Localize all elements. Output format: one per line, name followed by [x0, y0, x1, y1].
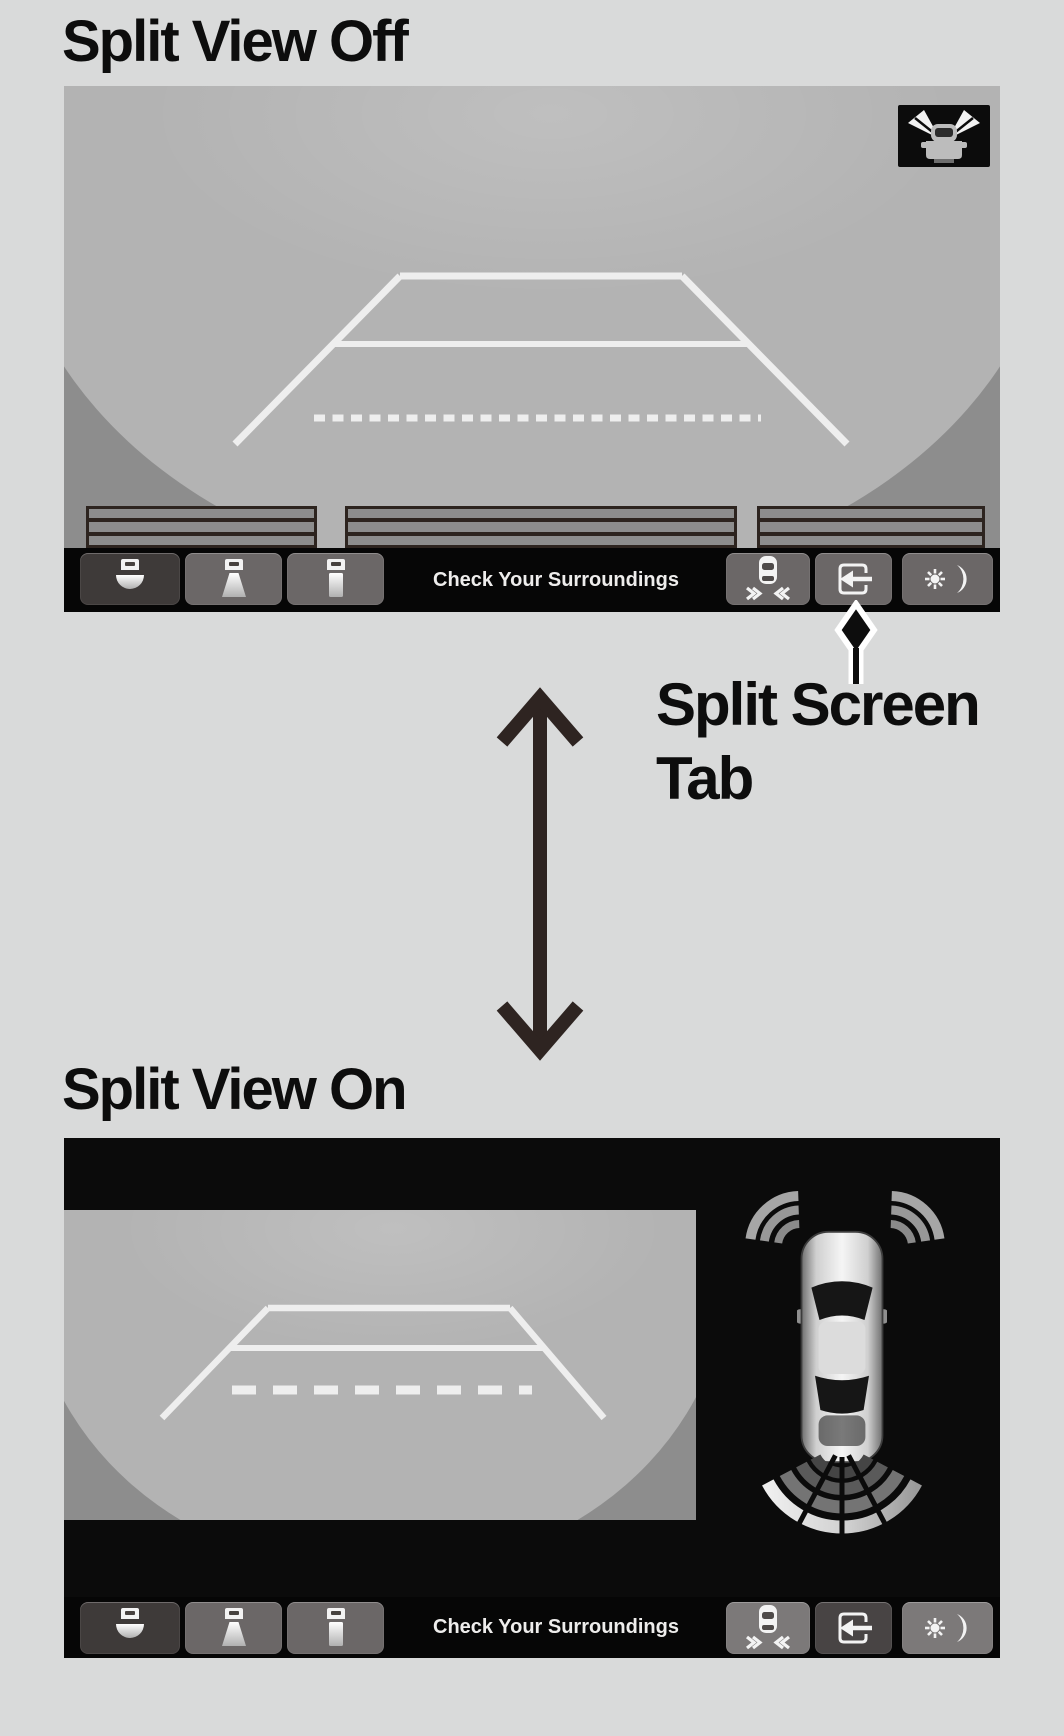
normal-rear-view-camera-icon [221, 559, 246, 597]
normal-rear-view-camera-icon [221, 1608, 246, 1646]
split-screen-tab-label-line1: Split Screen [656, 671, 981, 738]
split-screen-tab-button[interactable] [815, 553, 892, 605]
parking-sensor-car-icon [746, 1605, 790, 1650]
split-screen-tab-button[interactable] [815, 1602, 892, 1654]
split-screen-tab-label: Split Screen Tab [656, 668, 981, 816]
normal-view-button[interactable] [185, 1602, 282, 1654]
parking-guidelines [232, 272, 850, 447]
parking-sensor-button[interactable] [726, 553, 810, 605]
surroundings-warning-text: Check Your Surroundings [433, 568, 679, 591]
camera-toolbar: Check Your Surroundings [64, 1597, 1000, 1658]
split-view-on-title: Split View On [62, 1057, 408, 1122]
rear-camera-screen-split-off: Check Your Surroundings [64, 86, 1000, 612]
front-right-sonar-fan [890, 1191, 945, 1244]
camera-toolbar: Check Your Surroundings [64, 548, 1000, 612]
brightness-button[interactable] [902, 1602, 993, 1654]
top-down-rear-view-camera-icon [326, 1608, 345, 1646]
wide-view-button[interactable] [80, 553, 180, 605]
split-screen-tab-label-line2: Tab [656, 745, 754, 812]
parking-guidelines [159, 1304, 607, 1421]
toggle-arrow [496, 687, 584, 1061]
parking-curb-left [86, 506, 317, 548]
top-down-view-button[interactable] [287, 1602, 384, 1654]
wide-view-button[interactable] [80, 1602, 180, 1654]
split-screen-arrow-icon [838, 1612, 872, 1644]
camera-fisheye-area [64, 86, 1000, 548]
wide-rear-view-camera-icon [116, 1608, 144, 1638]
front-left-sonar-fan [745, 1191, 800, 1244]
sun-and-moon-icon [924, 1614, 967, 1642]
surroundings-warning-text: Check Your Surroundings [433, 1616, 679, 1638]
top-down-rear-view-camera-icon [326, 559, 345, 597]
sun-and-moon-icon [924, 565, 967, 593]
parking-sensor-button[interactable] [726, 1602, 810, 1654]
rear-camera-view [64, 86, 1000, 548]
rear-sonar-fan [762, 1454, 922, 1538]
top-down-view-button[interactable] [287, 553, 384, 605]
brightness-button[interactable] [902, 553, 993, 605]
wide-rear-view-camera-icon [116, 559, 144, 589]
split-screen-arrow-icon [838, 563, 872, 595]
vehicle-top-view [797, 1230, 887, 1464]
rear-camera-view-split [64, 1210, 696, 1520]
split-view-off-title: Split View Off [62, 9, 409, 74]
camera-sheen [64, 86, 1000, 548]
rear-camera-screen-split-on: Check Your Surroundings [64, 1138, 1000, 1658]
camera-sheen [64, 1210, 696, 1520]
parking-curb-middle [345, 506, 737, 548]
parking-sensor-car-icon [746, 556, 790, 601]
parking-curb-right [757, 506, 985, 548]
normal-view-button[interactable] [185, 553, 282, 605]
rear-wide-camera-indicator-icon [898, 105, 990, 167]
camera-fisheye-area [64, 1210, 696, 1520]
callout-pointer [834, 600, 878, 684]
